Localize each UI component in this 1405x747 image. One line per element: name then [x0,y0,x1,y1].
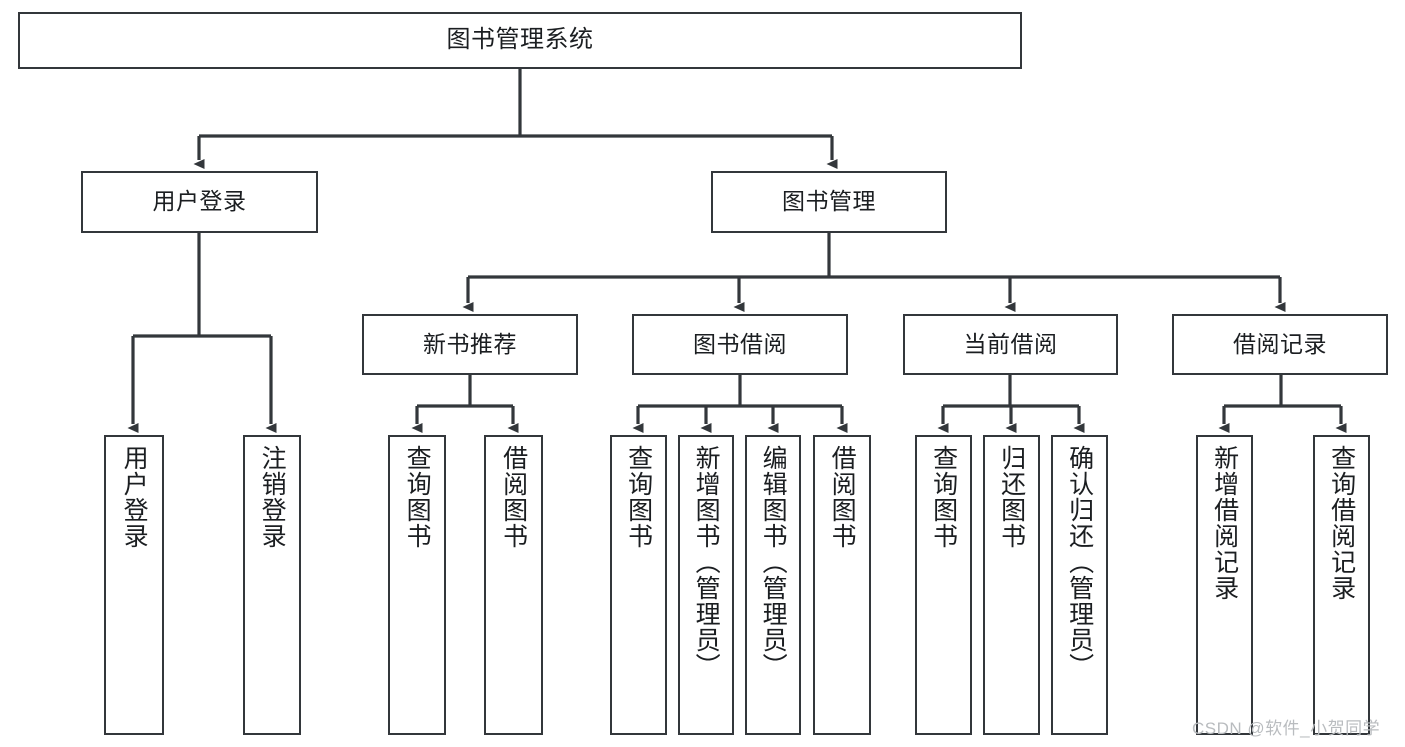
node-root-label: 图书管理系统 [446,26,594,54]
node-current-borrow[interactable]: 当前借阅 [903,314,1118,375]
node-leaf-borrow-query-label: 查询图书 [624,445,653,549]
node-leaf-cur-return-label: 归还图书 [997,445,1026,549]
node-book-borrow-label: 图书借阅 [693,330,787,357]
node-leaf-user-logout-label: 注销登录 [258,445,287,549]
node-book-manage-label: 图书管理 [782,188,876,215]
node-leaf-user-login-label: 用户登录 [120,445,149,549]
node-leaf-rec-search-label: 查询借阅记录 [1327,445,1356,601]
node-leaf-borrow-query[interactable]: 查询图书 [610,435,667,735]
node-leaf-cur-confirm-label: 确认归还（管理员） [1065,445,1094,679]
node-leaf-borrow-lend-label: 借阅图书 [828,445,857,549]
node-root[interactable]: 图书管理系统 [18,12,1022,69]
node-leaf-rec-query-label: 查询图书 [403,445,432,549]
node-leaf-rec-add-label: 新增借阅记录 [1210,445,1239,601]
node-borrow-record[interactable]: 借阅记录 [1172,314,1388,375]
node-leaf-cur-return[interactable]: 归还图书 [983,435,1040,735]
node-leaf-rec-add[interactable]: 新增借阅记录 [1196,435,1253,735]
node-leaf-borrow-lend[interactable]: 借阅图书 [813,435,871,735]
node-leaf-rec-borrow-label: 借阅图书 [499,445,528,549]
node-leaf-user-logout[interactable]: 注销登录 [243,435,301,735]
node-leaf-borrow-edit[interactable]: 编辑图书（管理员） [745,435,801,735]
node-leaf-cur-query-label: 查询图书 [929,445,958,549]
node-leaf-borrow-edit-label: 编辑图书（管理员） [759,445,788,679]
node-book-manage[interactable]: 图书管理 [711,171,947,233]
node-new-book-rec[interactable]: 新书推荐 [362,314,578,375]
node-leaf-borrow-add-label: 新增图书（管理员） [692,445,721,679]
node-user-login-label: 用户登录 [152,188,247,215]
node-leaf-cur-confirm[interactable]: 确认归还（管理员） [1051,435,1108,735]
node-borrow-record-label: 借阅记录 [1233,330,1327,357]
node-leaf-user-login[interactable]: 用户登录 [104,435,164,735]
node-leaf-borrow-add[interactable]: 新增图书（管理员） [678,435,734,735]
node-leaf-rec-search[interactable]: 查询借阅记录 [1313,435,1370,735]
node-leaf-cur-query[interactable]: 查询图书 [915,435,972,735]
node-current-borrow-label: 当前借阅 [963,330,1058,357]
node-book-borrow[interactable]: 图书借阅 [632,314,848,375]
node-new-book-rec-label: 新书推荐 [423,330,517,357]
node-user-login[interactable]: 用户登录 [81,171,318,233]
node-leaf-rec-query[interactable]: 查询图书 [388,435,446,735]
node-leaf-rec-borrow[interactable]: 借阅图书 [484,435,543,735]
csdn-watermark: CSDN @软件_小贺同学 [1192,719,1381,738]
